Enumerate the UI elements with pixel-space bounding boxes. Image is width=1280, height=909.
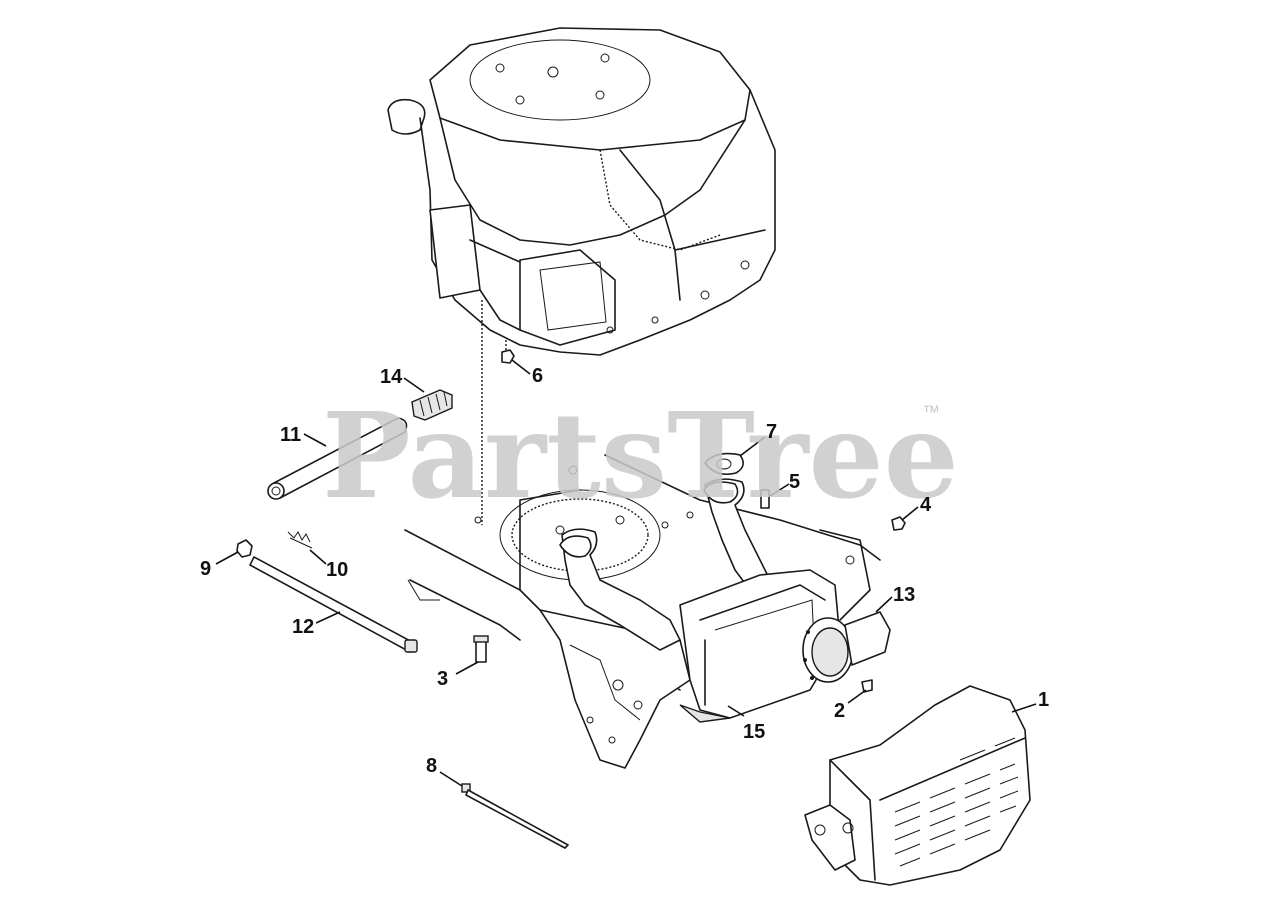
exhaust-gasket: [704, 452, 744, 476]
callout-label: 5: [789, 471, 800, 493]
watermark: PartsTree ™: [322, 386, 959, 525]
callout-labels: 1 2 3 4 5 6 7 8 9 10 11 12 13 14 15: [200, 365, 1049, 777]
callout-label: 12: [292, 616, 314, 638]
watermark-trademark: ™: [922, 402, 940, 422]
leader-lines: [215, 359, 1037, 787]
tube: [267, 417, 408, 500]
engine-assembly: [387, 27, 776, 356]
stud: [760, 489, 770, 509]
cable-tie: [461, 783, 569, 849]
clamp: [411, 389, 453, 421]
bolt: [473, 635, 489, 663]
callout-label: 11: [280, 424, 301, 446]
callout-label: 6: [532, 365, 543, 387]
callout-label: 7: [766, 421, 777, 443]
spark-arrestor: [802, 611, 891, 683]
callout-label: 15: [743, 721, 765, 743]
muffler-heat-shield: [804, 685, 1031, 886]
callout-label: 8: [426, 755, 437, 777]
callout-label: 9: [200, 558, 211, 580]
callout-label: 2: [834, 700, 845, 722]
rod: [249, 556, 418, 653]
watermark-brand: PartsTree: [322, 386, 959, 525]
callout-label: 1: [1038, 689, 1049, 711]
nut: [891, 516, 906, 531]
nut: [236, 539, 253, 558]
callout-label: 4: [920, 494, 932, 516]
tractor-frame: [404, 454, 881, 769]
heat-shield-vents: [894, 737, 1019, 867]
callout-label: 13: [893, 584, 915, 606]
callout-label: 3: [437, 668, 448, 690]
exhaust-pipes: [559, 478, 771, 651]
spring: [287, 531, 313, 549]
screw: [861, 679, 873, 693]
callout-label: 14: [380, 366, 403, 388]
callout-label: 10: [326, 559, 348, 581]
nut: [501, 349, 515, 364]
